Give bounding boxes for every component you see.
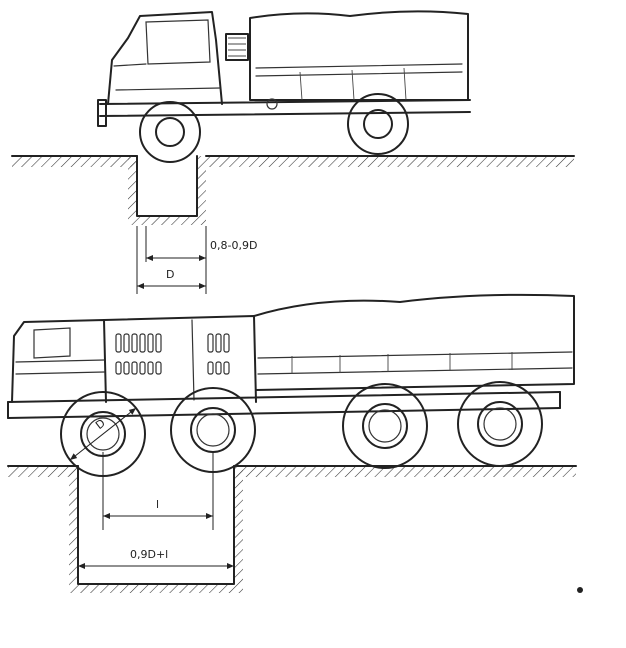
bottom-dimensions: D l 0,9D+l [69, 407, 234, 569]
bottom-trench [69, 465, 243, 593]
bottom-cab [11, 319, 107, 403]
top-figure: 0,8-0,9D D [11, 10, 575, 294]
bottom-engine-louvres [115, 333, 230, 375]
top-gap-label: 0,8-0,9D [210, 239, 257, 252]
bottom-wheel-label: D [93, 417, 108, 432]
top-wheel-label: D [166, 268, 174, 281]
bottom-figure: D l 0,9D+l [7, 293, 577, 593]
top-truck [97, 10, 471, 127]
top-trench [128, 155, 206, 225]
top-cab [107, 11, 223, 105]
top-rear-wheel [347, 93, 409, 155]
top-cargo-tarp [249, 10, 469, 101]
stray-dot [577, 587, 583, 593]
top-dimensions: 0,8-0,9D D [136, 226, 257, 294]
bottom-truck [7, 293, 575, 419]
bottom-wheel-3 [342, 383, 428, 469]
top-ground [11, 155, 575, 167]
bottom-axle-label: l [156, 498, 159, 511]
bottom-gap-label: 0,9D+l [130, 548, 168, 561]
bottom-wheel-4 [457, 381, 543, 467]
top-front-wheel [139, 101, 201, 163]
bottom-ground [7, 465, 577, 477]
bottom-cargo-tarp [253, 293, 575, 391]
